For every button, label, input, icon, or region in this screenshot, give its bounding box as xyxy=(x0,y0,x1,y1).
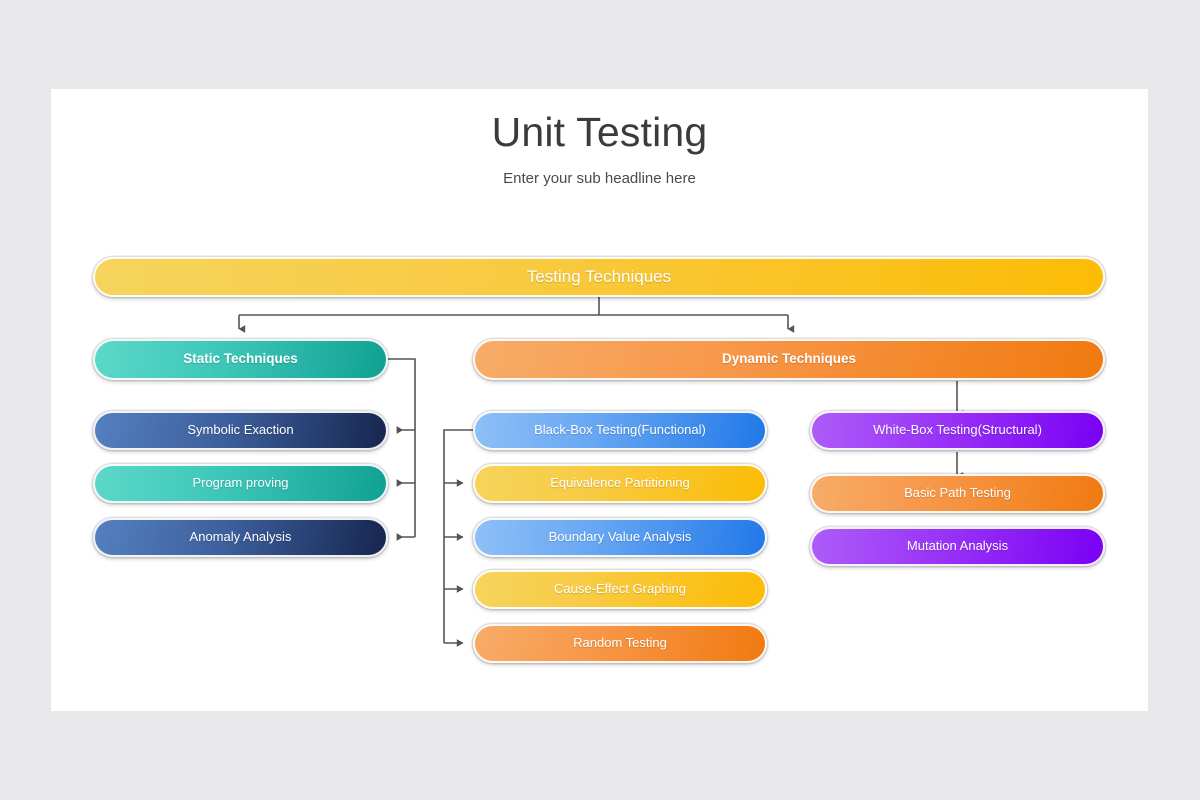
page-title: Unit Testing xyxy=(491,109,708,155)
node-label: Cause-Effect Graphing xyxy=(554,581,686,597)
node-basic-path-testing[interactable]: Basic Path Testing xyxy=(810,474,1105,513)
node-label: Boundary Value Analysis xyxy=(548,529,692,545)
node-label: Anomaly Analysis xyxy=(189,529,292,545)
node-label: Dynamic Techniques xyxy=(721,351,857,367)
slide-canvas: Unit Testing Enter your sub headline her… xyxy=(51,89,1148,711)
node-label: White-Box Testing(Structural) xyxy=(873,422,1042,438)
node-black-box-testing[interactable]: Black-Box Testing(Functional) xyxy=(473,411,767,450)
node-label: Mutation Analysis xyxy=(906,538,1009,554)
node-label: Symbolic Exaction xyxy=(187,422,294,438)
node-anomaly-analysis[interactable]: Anomaly Analysis xyxy=(93,518,388,557)
node-equivalence-partitioning[interactable]: Equivalence Partitioning xyxy=(473,464,767,503)
node-label: Program proving xyxy=(192,475,289,491)
node-testing-techniques[interactable]: Testing Techniques xyxy=(93,257,1105,297)
node-label: Testing Techniques xyxy=(526,266,672,286)
node-label: Black-Box Testing(Functional) xyxy=(534,422,706,438)
node-boundary-value-analysis[interactable]: Boundary Value Analysis xyxy=(473,518,767,557)
node-random-testing[interactable]: Random Testing xyxy=(473,624,767,663)
node-static-techniques[interactable]: Static Techniques xyxy=(93,339,388,380)
node-label: Random Testing xyxy=(573,635,667,651)
node-dynamic-techniques[interactable]: Dynamic Techniques xyxy=(473,339,1105,380)
node-mutation-analysis[interactable]: Mutation Analysis xyxy=(810,527,1105,566)
node-symbolic-exaction[interactable]: Symbolic Exaction xyxy=(93,411,388,450)
page-subtitle: Enter your sub headline here xyxy=(503,170,696,187)
node-white-box-testing[interactable]: White-Box Testing(Structural) xyxy=(810,411,1105,450)
node-cause-effect-graphing[interactable]: Cause-Effect Graphing xyxy=(473,570,767,609)
node-program-proving[interactable]: Program proving xyxy=(93,464,388,503)
node-label: Static Techniques xyxy=(183,351,298,367)
node-label: Basic Path Testing xyxy=(904,485,1011,501)
node-label: Equivalence Partitioning xyxy=(550,475,690,491)
